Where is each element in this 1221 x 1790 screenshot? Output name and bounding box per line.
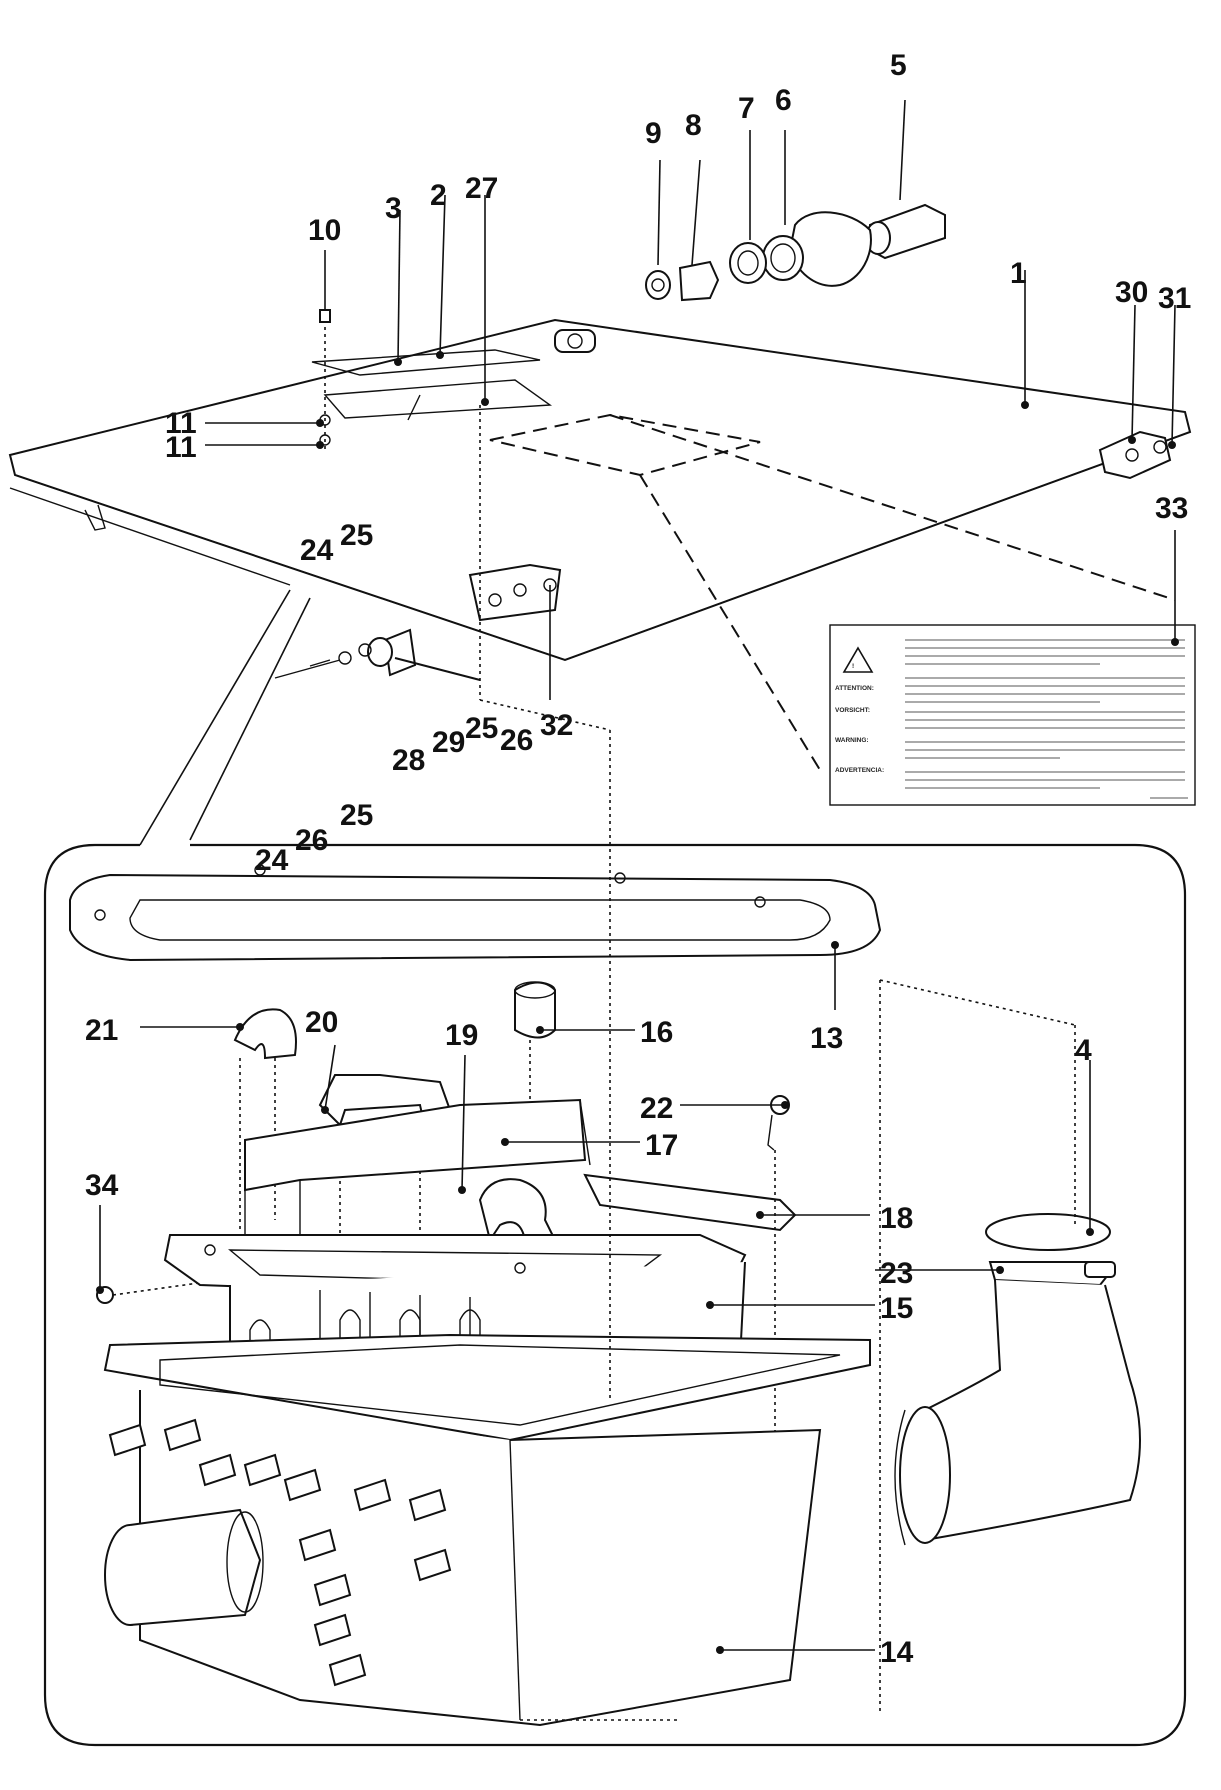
callout-14: 14	[880, 1636, 914, 1669]
callout-11-lower: 11	[165, 431, 197, 464]
callout-19: 19	[445, 1019, 478, 1052]
warning-heading-warning: WARNING:	[835, 737, 869, 744]
callout-9: 9	[645, 117, 662, 150]
plate-18	[583, 1173, 797, 1232]
zoom-connector-lines	[139, 589, 311, 846]
callout-23: 23	[880, 1257, 913, 1290]
gasket-plate	[69, 864, 882, 962]
base-housing-14	[103, 1333, 871, 1727]
callout-28: 28	[392, 744, 425, 777]
tray-15	[163, 1234, 747, 1421]
clip-bracket-21	[233, 1008, 297, 1230]
callout-33: 33	[1155, 492, 1188, 525]
table-top-panel	[8, 318, 1192, 662]
warning-heading-vorsicht: VORSICHT:	[835, 707, 870, 714]
callout-26-lower: 26	[295, 824, 328, 857]
callout-11-upper: 11	[165, 407, 197, 440]
callout-27: 27	[465, 172, 498, 205]
hinge-bracket	[1098, 430, 1172, 480]
callout-34: 34	[85, 1169, 119, 1202]
panel-knob	[554, 329, 596, 353]
knob-assembly	[645, 203, 946, 302]
warning-triangle-icon	[842, 646, 874, 673]
clip-bracket-19	[478, 1178, 557, 1243]
panel-cutouts	[311, 349, 1176, 771]
callout-1: 1	[1010, 257, 1027, 290]
warning-heading-advertencia: ADVERTENCIA:	[835, 767, 884, 774]
label-fine-print	[905, 639, 1188, 799]
callout-13: 13	[810, 1022, 843, 1055]
callout-numbers: 1 2 3 4 5 6 7 8 9 10 11 11 13 14 15 16 1…	[85, 49, 1191, 1669]
callout-24-lower: 24	[255, 844, 289, 877]
callout-3: 3	[385, 192, 402, 225]
warning-heading-attention: ATTENTION:	[835, 685, 874, 692]
latch-hardware	[274, 563, 562, 700]
callout-15: 15	[880, 1292, 913, 1325]
callout-18: 18	[880, 1202, 913, 1235]
callout-31: 31	[1158, 282, 1191, 315]
callout-5: 5	[890, 49, 907, 82]
callout-25-lower: 25	[340, 799, 373, 832]
hose-nozzles	[108, 1418, 452, 1687]
leader-lines	[96, 99, 1179, 1654]
callout-2: 2	[430, 179, 447, 212]
callout-24-upper: 24	[300, 534, 334, 567]
callout-10: 10	[308, 214, 341, 247]
callout-22: 22	[640, 1092, 673, 1125]
callout-29: 29	[432, 726, 465, 759]
callout-25-middle: 25	[465, 712, 498, 745]
callout-21: 21	[85, 1014, 118, 1047]
callout-16: 16	[640, 1016, 673, 1049]
callout-26-upper: 26	[500, 724, 533, 757]
float-valve	[514, 981, 556, 1039]
detail-frame	[43, 843, 1187, 1747]
callout-25-upper: 25	[340, 519, 373, 552]
svg-text:!: !	[852, 663, 854, 670]
callout-17: 17	[645, 1129, 678, 1162]
callout-8: 8	[685, 109, 702, 142]
warning-label: ! ATTENTION: VORSICHT: WARNING: ADVERTEN…	[829, 624, 1196, 806]
screw-and-nuts	[319, 309, 481, 700]
callout-7: 7	[738, 92, 755, 125]
callout-30: 30	[1115, 276, 1148, 309]
elbow-fitting	[894, 1213, 1141, 1546]
callout-20: 20	[305, 1006, 338, 1039]
guide-dashes	[479, 699, 1076, 1715]
screw-22	[767, 1095, 790, 1455]
callout-6: 6	[775, 84, 792, 117]
housing-17	[244, 1098, 591, 1241]
callout-4: 4	[1075, 1034, 1092, 1067]
callout-32: 32	[540, 709, 573, 742]
